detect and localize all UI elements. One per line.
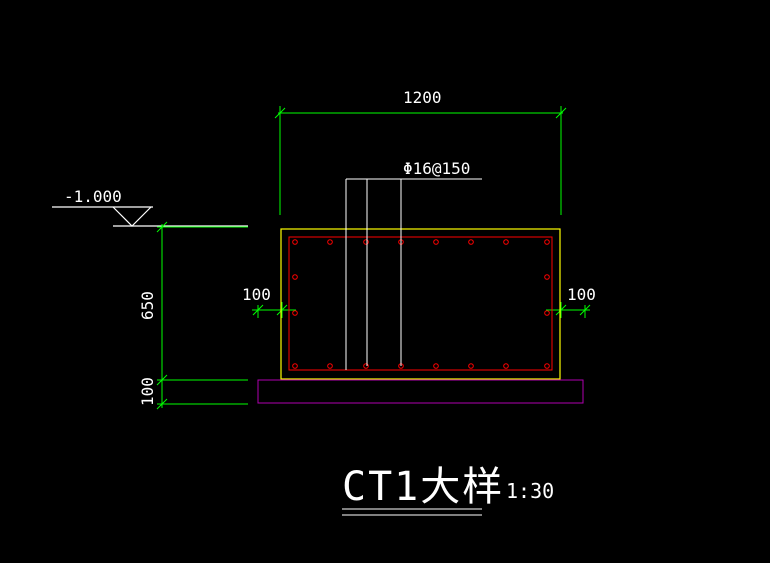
rebar-dot [503, 363, 509, 369]
rebar-dot [363, 239, 369, 245]
rebar-label: Φ16@150 [403, 159, 470, 178]
rebar-dot [292, 363, 298, 369]
cover-dimension-right [546, 302, 591, 318]
depth-dimension-label: 650 [138, 291, 157, 320]
rebar-dot [433, 239, 439, 245]
rebar-dot [327, 363, 333, 369]
blinding-pad [257, 379, 584, 404]
cover-right-label: 100 [567, 285, 596, 304]
rebar-dot [544, 310, 550, 316]
rebar-dot [468, 363, 474, 369]
rebar-dot [544, 363, 550, 369]
drawing-title: CT1大样 [342, 464, 504, 510]
pad-dimension-label: 100 [138, 377, 157, 406]
drawing-scale: 1:30 [506, 479, 554, 503]
rebar-dot [363, 363, 369, 369]
rebar-dot [433, 363, 439, 369]
rebar-dot [468, 239, 474, 245]
elevation-marker: -1.000 [52, 187, 248, 227]
rebar-dot [292, 239, 298, 245]
title-underline [342, 508, 482, 516]
rebar-dot [292, 310, 298, 316]
rebar-leader [345, 178, 482, 370]
depth-dimension [156, 221, 248, 410]
cover-left-label: 100 [242, 285, 271, 304]
concrete-outline [280, 228, 561, 380]
rebar-dot [544, 239, 550, 245]
rebar-dot [503, 239, 509, 245]
rebar-dots [292, 239, 550, 369]
rebar-dot [544, 274, 550, 280]
rebar-cage [288, 236, 553, 371]
width-dimension [274, 106, 567, 215]
rebar-dot [292, 274, 298, 280]
width-dimension-label: 1200 [403, 88, 442, 107]
rebar-dot [327, 239, 333, 245]
elevation-label: -1.000 [64, 187, 122, 206]
